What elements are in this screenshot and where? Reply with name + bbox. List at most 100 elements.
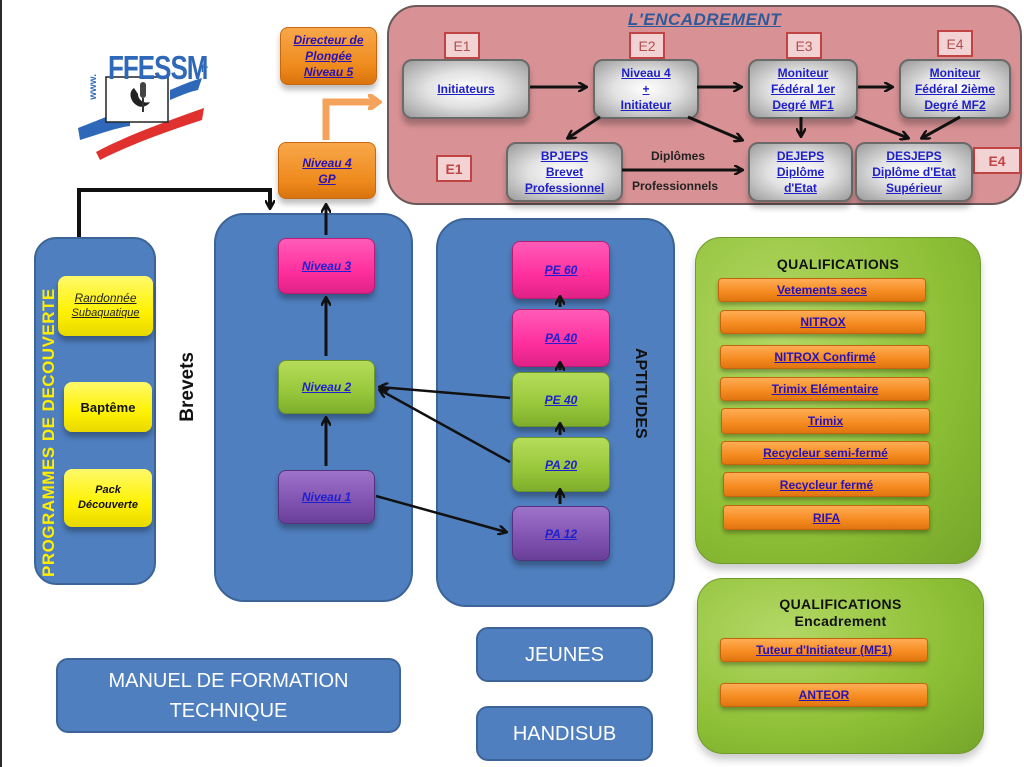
handisub-button[interactable]: HANDISUB bbox=[476, 706, 653, 761]
node-desjeps[interactable]: DESJEPS Diplôme d'Etat Supérieur bbox=[855, 142, 973, 202]
node-initiateurs[interactable]: Initiateurs bbox=[402, 59, 530, 119]
arrow-gp-to-encadrement bbox=[322, 102, 378, 140]
decouverte-pack[interactable]: Pack Découverte bbox=[64, 469, 152, 527]
node-dejeps[interactable]: DEJEPS Diplôme d'Etat bbox=[748, 142, 853, 202]
mf2-line-3[interactable]: Degré MF2 bbox=[924, 98, 986, 112]
directeur-plongee-box[interactable]: Directeur de Plongée Niveau 5 bbox=[280, 27, 377, 85]
bapteme-label: Baptême bbox=[80, 399, 136, 415]
qual-item[interactable]: Recycleur semi-fermé bbox=[721, 441, 930, 465]
node-niveau4-initiateur[interactable]: Niveau 4 + Initiateur bbox=[593, 59, 699, 119]
niveau4-init-line-1[interactable]: Niveau 4 bbox=[621, 66, 671, 80]
niveau4-gp-line-1[interactable]: Niveau 4 bbox=[302, 155, 352, 170]
desjeps-line-1[interactable]: DESJEPS bbox=[886, 149, 942, 163]
randonnee-line-1[interactable]: Randonnée bbox=[74, 291, 137, 305]
qual-enc-item[interactable]: ANTEOR bbox=[720, 683, 928, 707]
mf2-line-2[interactable]: Fédéral 2ième bbox=[914, 82, 996, 96]
qualifications-encadrement-panel: QUALIFICATIONS Encadrement Tuteur d'Init… bbox=[697, 578, 984, 754]
qual-link[interactable]: RIFA bbox=[812, 510, 841, 525]
niveau2-link[interactable]: Niveau 2 bbox=[301, 380, 352, 394]
qual-enc-subtitle: Encadrement bbox=[794, 613, 887, 629]
pack-line-2: Découverte bbox=[78, 499, 138, 511]
directeur-line-1[interactable]: Directeur de bbox=[293, 33, 364, 47]
qual-link[interactable]: Recycleur fermé bbox=[779, 477, 874, 492]
qual-link[interactable]: NITROX bbox=[800, 315, 846, 329]
qual-item[interactable]: Recycleur fermé bbox=[723, 472, 930, 497]
node-bpjeps[interactable]: BPJEPS Brevet Professionnel bbox=[506, 142, 623, 202]
qual-enc-link[interactable]: ANTEOR bbox=[798, 688, 850, 702]
mf2-line-1[interactable]: Moniteur bbox=[929, 66, 981, 80]
niveau4-gp-line-2[interactable]: GP bbox=[318, 171, 336, 186]
qual-link[interactable]: Recycleur semi-fermé bbox=[763, 446, 888, 460]
initiateurs-link[interactable]: Initiateurs bbox=[437, 82, 495, 96]
qual-item[interactable]: Vetements secs bbox=[718, 278, 926, 302]
pa40-link[interactable]: PA 40 bbox=[544, 331, 577, 345]
directeur-line-3[interactable]: Niveau 5 bbox=[303, 65, 354, 79]
manuel-line-2: TECHNIQUE bbox=[169, 699, 288, 722]
tag-e1: E1 bbox=[444, 32, 480, 59]
handisub-label: HANDISUB bbox=[512, 722, 617, 745]
niveau1-link[interactable]: Niveau 1 bbox=[301, 490, 352, 504]
niveau3-link[interactable]: Niveau 3 bbox=[301, 259, 352, 273]
aptitude-pe40[interactable]: PE 40 bbox=[512, 372, 610, 427]
qual-link[interactable]: Vetements secs bbox=[776, 283, 868, 297]
dejeps-line-1[interactable]: DEJEPS bbox=[776, 149, 825, 163]
logo-text: FFESSM bbox=[108, 48, 208, 87]
pe40-link[interactable]: PE 40 bbox=[544, 392, 578, 407]
randonnee-line-2[interactable]: Subaquatique bbox=[71, 307, 140, 319]
qual-enc-item[interactable]: Tuteur d'Initiateur (MF1) bbox=[720, 638, 928, 662]
decouverte-bapteme[interactable]: Baptême bbox=[64, 382, 152, 432]
decouverte-panel: PROGRAMMES DE DECOUVERTE Randonnée Subaq… bbox=[34, 237, 156, 585]
decouverte-title: PROGRAMMES DE DECOUVERTE bbox=[39, 288, 58, 577]
qual-enc-link[interactable]: Tuteur d'Initiateur (MF1) bbox=[756, 643, 892, 657]
label-diplomes: Diplômes bbox=[651, 149, 706, 163]
qual-item[interactable]: Trimix Elémentaire bbox=[720, 377, 930, 401]
bpjeps-line-2[interactable]: Brevet bbox=[545, 165, 584, 179]
directeur-line-2[interactable]: Plongée bbox=[305, 49, 352, 63]
jeunes-button[interactable]: JEUNES bbox=[476, 627, 653, 682]
qual-enc-title: QUALIFICATIONS bbox=[779, 596, 902, 612]
niveau4-init-line-2[interactable]: + bbox=[642, 82, 650, 96]
node-mf2[interactable]: Moniteur Fédéral 2ième Degré MF2 bbox=[899, 59, 1011, 119]
logo-graphic bbox=[78, 76, 204, 160]
qual-link[interactable]: Trimix bbox=[807, 414, 844, 428]
aptitude-pa20[interactable]: PA 20 bbox=[512, 437, 610, 492]
niveau4-gp-box[interactable]: Niveau 4 GP bbox=[278, 142, 376, 199]
niveau4-init-line-3[interactable]: Initiateur bbox=[620, 98, 672, 112]
mf1-line-2[interactable]: Fédéral 1er bbox=[770, 82, 836, 96]
node-mf1[interactable]: Moniteur Fédéral 1er Degré MF1 bbox=[748, 59, 858, 119]
aptitude-pa40[interactable]: PA 40 bbox=[512, 309, 610, 367]
brevet-niveau2[interactable]: Niveau 2 bbox=[278, 360, 375, 414]
desjeps-line-3[interactable]: Supérieur bbox=[885, 181, 942, 195]
aptitude-pe60[interactable]: PE 60 bbox=[512, 241, 610, 299]
brevet-niveau3[interactable]: Niveau 3 bbox=[278, 238, 375, 294]
pe60-link[interactable]: PE 60 bbox=[544, 263, 578, 277]
tag-e3: E3 bbox=[786, 32, 822, 59]
mf1-line-1[interactable]: Moniteur bbox=[777, 66, 829, 80]
pa20-link[interactable]: PA 20 bbox=[544, 457, 577, 472]
desjeps-line-2[interactable]: Diplôme d'Etat bbox=[872, 165, 956, 179]
qual-link[interactable]: NITROX Confirmé bbox=[774, 350, 876, 364]
bpjeps-line-3[interactable]: Professionnel bbox=[524, 181, 605, 195]
encadrement-panel: L'ENCADREMENT E1 E2 E3 E4 E1 E4 Initiate… bbox=[387, 5, 1022, 205]
tag-e2: E2 bbox=[629, 32, 665, 59]
dejeps-line-3[interactable]: d'Etat bbox=[784, 181, 817, 195]
bpjeps-line-1[interactable]: BPJEPS bbox=[540, 149, 589, 163]
decouverte-randonnee[interactable]: Randonnée Subaquatique bbox=[58, 276, 153, 336]
ffessm-logo[interactable]: FFESSM .fr www. bbox=[70, 40, 210, 160]
qualifications-panel: QUALIFICATIONS Vetements secs NITROX NIT… bbox=[695, 237, 981, 564]
mf1-line-3[interactable]: Degré MF1 bbox=[772, 98, 834, 112]
qual-link[interactable]: Trimix Elémentaire bbox=[771, 382, 879, 396]
pa12-link[interactable]: PA 12 bbox=[544, 526, 577, 541]
aptitude-pa12[interactable]: PA 12 bbox=[512, 506, 610, 561]
tag-e1-pro: E1 bbox=[436, 155, 472, 182]
qual-item[interactable]: Trimix bbox=[721, 408, 930, 434]
dejeps-line-2[interactable]: Diplôme bbox=[776, 165, 825, 179]
qual-item[interactable]: RIFA bbox=[723, 505, 930, 530]
pack-line-1: Pack bbox=[95, 484, 121, 496]
brevet-niveau1[interactable]: Niveau 1 bbox=[278, 470, 375, 524]
qual-item[interactable]: NITROX Confirmé bbox=[720, 345, 930, 369]
brevets-title: Brevets bbox=[177, 352, 198, 422]
manuel-formation-button[interactable]: MANUEL DE FORMATION TECHNIQUE bbox=[56, 658, 401, 733]
qual-item[interactable]: NITROX bbox=[720, 310, 926, 334]
brevets-panel: Niveau 3 Niveau 2 Niveau 1 bbox=[214, 213, 413, 602]
